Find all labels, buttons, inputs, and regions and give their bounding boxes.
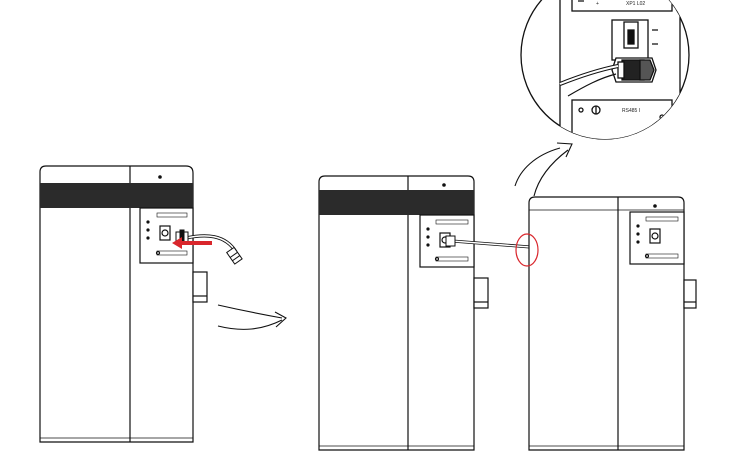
zoom-top-port-label: XP1 L02 [626, 1, 645, 7]
flow-arrow-icon [217, 304, 287, 330]
highlight-circle-icon [515, 233, 539, 267]
zoom-plus-mark: + [596, 1, 599, 7]
side-handle [473, 277, 489, 309]
cable-connector-icon [445, 235, 531, 249]
cabinet-top-band [40, 183, 193, 208]
cabinet-step-2 [318, 175, 489, 451]
zoom-callout: XP1 L02 + RS485 I [520, 0, 690, 140]
cabinet-step-2-side [528, 196, 697, 451]
side-handle [192, 271, 208, 303]
zoom-bottom-port-label: RS485 I [622, 108, 640, 114]
flow-arrow-icon [514, 142, 573, 197]
cabinet-step-1 [39, 165, 208, 443]
insert-arrow-icon [172, 237, 212, 249]
side-handle [683, 279, 697, 309]
cabinet-top-band [319, 190, 474, 215]
